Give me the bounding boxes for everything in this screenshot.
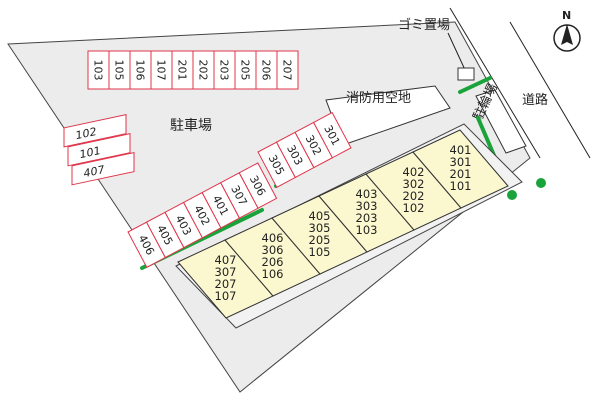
- unit-number: 206: [262, 255, 284, 269]
- unit-number: 407: [215, 253, 237, 267]
- bicycle-parking: [475, 89, 527, 154]
- unit-number: 401: [450, 143, 472, 157]
- parking-number: 203: [218, 60, 231, 81]
- unit-number: 303: [356, 199, 378, 213]
- unit-number: 405: [309, 209, 331, 223]
- north-arrow-icon: [561, 24, 573, 45]
- road-label: 道路: [522, 92, 548, 108]
- fire-space-label: 消防用空地: [346, 90, 411, 106]
- unit-number: 103: [356, 223, 378, 237]
- parking-row-left: 102 101 407: [63, 114, 135, 186]
- unit-number: 202: [403, 189, 425, 203]
- parking-number: 101: [80, 144, 101, 161]
- parking-label: 駐車場: [170, 117, 212, 134]
- parking-number: 201: [176, 60, 189, 81]
- parking-number: 103: [92, 60, 105, 81]
- north-compass: N: [553, 9, 581, 52]
- hedge: [458, 76, 492, 94]
- garbage-box: [457, 67, 475, 81]
- unit-number: 101: [450, 179, 472, 193]
- unit-number: 203: [356, 211, 378, 225]
- building-unit: [412, 129, 509, 209]
- garbage-label: ゴミ置場: [398, 17, 450, 33]
- unit-number: 205: [309, 233, 331, 247]
- unit-number: 406: [262, 231, 284, 245]
- parking-row-top: 103 105 106 107 201 202 203 205 206 207: [87, 50, 299, 90]
- road-edge: [449, 7, 541, 159]
- apartment-building: 4073072071074063062061064053052051054033…: [175, 123, 523, 329]
- unit-number: 305: [309, 221, 331, 235]
- parking-number: 207: [281, 60, 294, 81]
- garbage-leader: [447, 32, 467, 73]
- road-edge: [509, 21, 591, 159]
- north-label: N: [562, 9, 571, 22]
- tree: [536, 178, 546, 188]
- parking-number: 107: [155, 60, 168, 81]
- parking-number: 105: [113, 60, 126, 81]
- unit-number: 207: [215, 277, 237, 291]
- tree: [507, 190, 517, 200]
- unit-number: 107: [215, 289, 237, 303]
- parking-space: [63, 114, 127, 148]
- unit-number: 301: [450, 155, 472, 169]
- unit-number: 102: [403, 201, 425, 215]
- parking-number: 206: [260, 60, 273, 81]
- parking-space: [67, 133, 131, 167]
- parking-number: 102: [76, 125, 97, 142]
- unit-number: 201: [450, 167, 472, 181]
- parking-number: 205: [239, 60, 252, 81]
- parking-space: [238, 162, 278, 209]
- parking-space: [312, 111, 352, 159]
- parking-number: 202: [197, 60, 210, 81]
- parking-number: 106: [134, 60, 147, 81]
- parking-number: 407: [84, 163, 105, 180]
- unit-number: 302: [403, 177, 425, 191]
- unit-number: 105: [309, 245, 331, 259]
- parking-space: [276, 50, 299, 90]
- parking-space: [71, 152, 135, 186]
- unit-number: 403: [356, 187, 378, 201]
- unit-number: 106: [262, 267, 284, 281]
- unit-number: 306: [262, 243, 284, 257]
- unit-number: 307: [215, 265, 237, 279]
- unit-number: 402: [403, 165, 425, 179]
